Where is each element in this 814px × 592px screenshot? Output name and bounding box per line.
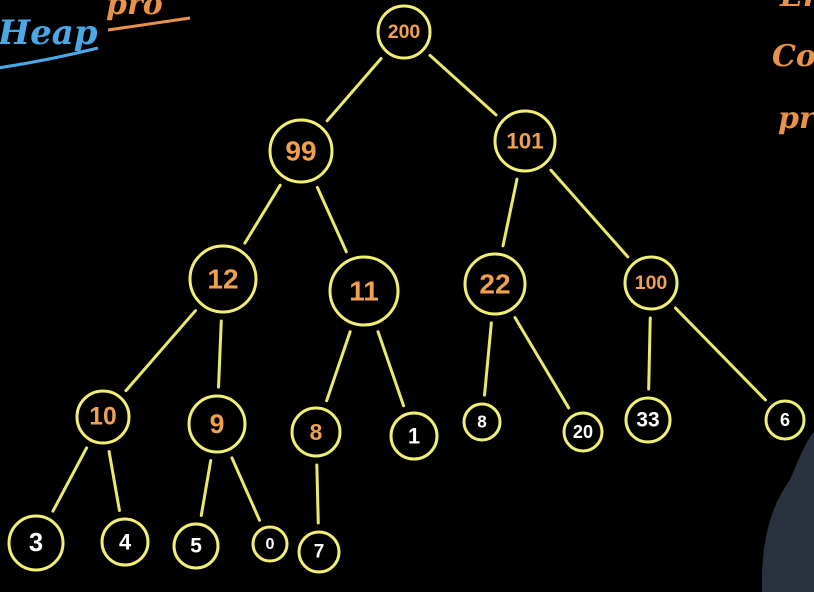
tree-node-n99: 99: [268, 118, 334, 184]
tree-node-label: 10: [89, 404, 116, 431]
tree-edge-n12-n9: [217, 319, 223, 389]
tree-node-circle: [188, 244, 258, 314]
tree-node-circle: [623, 255, 679, 311]
side-note-1: Em: [779, 0, 814, 14]
tree-node-circle: [172, 522, 220, 570]
tree-edge-n100-n33: [647, 316, 652, 391]
tree-node-n200: 200: [376, 4, 432, 60]
tree-edge-n200-n101: [428, 53, 498, 117]
tree-edge-n11-n8a: [325, 330, 352, 403]
tree-node-n3: 3: [7, 514, 65, 572]
tree-node-circle: [376, 4, 432, 60]
side-notes: Em Com pri: [772, 0, 814, 136]
tree-edge-n11-n1: [376, 330, 406, 408]
tree-node-circle: [251, 525, 289, 563]
side-note-2: Com: [772, 39, 814, 74]
tree-node-label: 7: [314, 542, 325, 563]
tree-node-n33: 33: [624, 396, 672, 444]
tree-node-label: 100: [635, 272, 668, 294]
tree-edge-n10-n3: [51, 446, 89, 513]
presenter-shape: [761, 432, 814, 592]
tree-node-label: 4: [119, 530, 131, 555]
tree-node-label: 20: [573, 422, 593, 442]
tree-node-circle: [764, 399, 806, 441]
tree-node-label: 200: [388, 21, 421, 43]
tree-node-label: 1: [408, 424, 420, 449]
tree-node-n5: 5: [172, 522, 220, 570]
tree-edge-n12-n10: [124, 309, 197, 393]
tree-edge-n22-n8b: [483, 321, 493, 397]
heading-word-heap: Heap: [0, 13, 98, 53]
tree-node-circle: [493, 109, 557, 173]
tree-node-circle: [290, 406, 342, 458]
tree-edge-n101-n22: [501, 177, 519, 248]
tree-edge-n10-n4: [107, 449, 121, 512]
heading-word-pro: pro: [106, 0, 163, 22]
tree-node-circle: [75, 389, 131, 445]
tree-node-label: 9: [210, 409, 225, 439]
tree-node-circle: [624, 396, 672, 444]
tree-node-n20: 20: [562, 411, 604, 453]
tree-node-n100: 100: [623, 255, 679, 311]
heading-orange-underline: [107, 16, 191, 32]
tree-node-n7: 7: [297, 530, 341, 574]
tree-node-circle: [7, 514, 65, 572]
tree-node-label: 6: [780, 410, 790, 430]
tree-node-label: 12: [207, 264, 238, 295]
tree-node-label: 33: [636, 409, 659, 432]
tree-edge-n99-n11: [315, 185, 348, 254]
tree-node-n4: 4: [100, 517, 150, 567]
tree-node-circle: [268, 118, 334, 184]
tree-nodes: 200 99 101 12 11 22 100 10 9 8 1 8 20 33 6 3 4 5 0 7: [7, 4, 806, 574]
tree-node-n8a: 8: [290, 406, 342, 458]
tree-node-n0: 0: [251, 525, 289, 563]
tree-node-circle: [187, 394, 247, 454]
tree-edge-n101-n100: [549, 168, 630, 259]
tree-node-circle: [297, 530, 341, 574]
tree-node-label: 8: [477, 413, 487, 432]
tree-node-circle: [389, 411, 439, 461]
tree-node-label: 22: [479, 269, 510, 300]
tree-edge-n200-n99: [325, 56, 383, 123]
tree-node-circle: [562, 411, 604, 453]
tree-edge-n22-n20: [513, 316, 571, 410]
tree-node-n6: 6: [764, 399, 806, 441]
tree-node-n11: 11: [328, 255, 400, 327]
tree-edge-n8a-n7: [315, 463, 320, 525]
presenter-silhouette: [761, 432, 814, 592]
heading-note: Heap pro: [0, 0, 191, 70]
tree-node-label: 5: [190, 535, 202, 558]
tree-edge-n99-n12: [243, 183, 282, 245]
tree-node-n1: 1: [389, 411, 439, 461]
side-note-3: pri: [778, 101, 814, 136]
tree-node-n10: 10: [75, 389, 131, 445]
tree-node-n8b: 8: [462, 402, 502, 442]
tree-node-label: 99: [285, 136, 316, 167]
tree-node-n12: 12: [188, 244, 258, 314]
tree-node-label: 101: [506, 129, 544, 154]
tree-node-label: 8: [310, 419, 323, 445]
tree-node-circle: [462, 402, 502, 442]
heading-underline: [0, 46, 99, 70]
tree-node-circle: [328, 255, 400, 327]
tree-node-n9: 9: [187, 394, 247, 454]
tree-node-n101: 101: [493, 109, 557, 173]
tree-edges: [51, 53, 767, 525]
tree-node-label: 0: [266, 535, 275, 553]
tree-edge-n100-n6: [673, 306, 767, 402]
tree-node-n22: 22: [463, 252, 527, 316]
tree-node-label: 11: [349, 276, 379, 307]
tree-node-circle: [100, 517, 150, 567]
tree-node-label: 3: [29, 529, 43, 557]
tree-edge-n9-n0: [230, 456, 261, 522]
tree-node-circle: [463, 252, 527, 316]
tree-edge-n9-n5: [199, 458, 213, 517]
